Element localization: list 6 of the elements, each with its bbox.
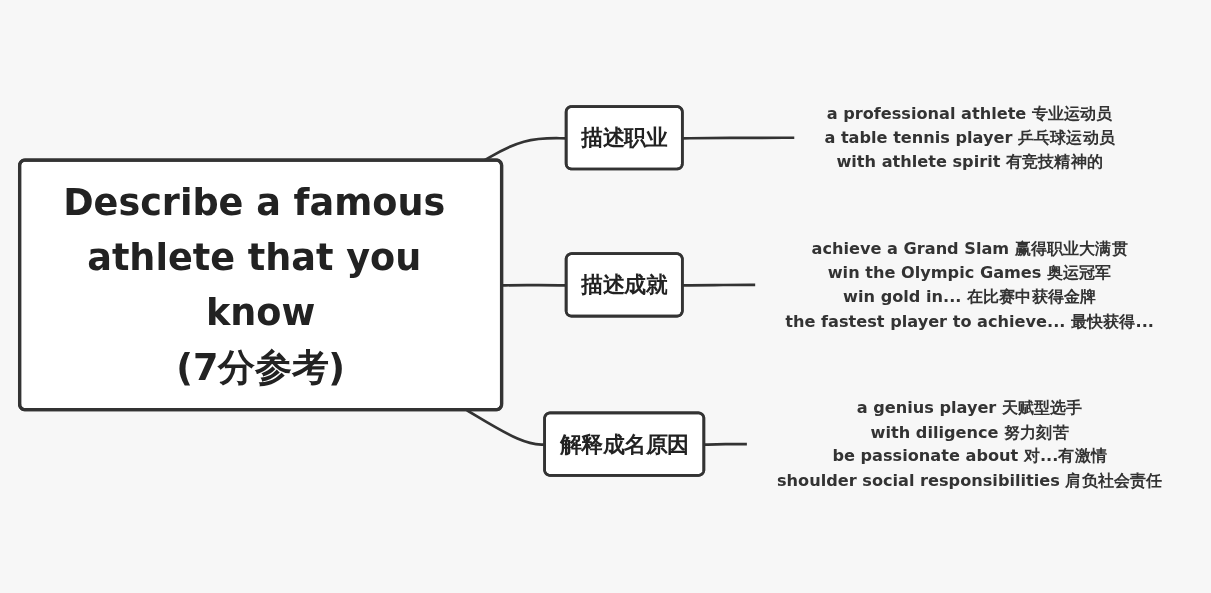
node-text: a professional athlete 专业运动员 a table tennis player 乒乓球运动员 with athlete spirit 有竞技精神的 (823, 103, 1115, 171)
connector (682, 135, 794, 140)
connector (703, 442, 747, 446)
node-text: achieve a Grand Slam 赢得职业大满贯 win the Olympic Games 奥运冠军 win gold in... 在比赛中获得金牌 the fastest player to achieve... 最快获得... (784, 238, 1154, 331)
connector (682, 283, 755, 287)
node-text: a genius player 天赋型选手 with diligence 努力刻苦 be passionate about 对...有激情 shoulder social responsibilities 肩负社会责任 (776, 397, 1162, 490)
